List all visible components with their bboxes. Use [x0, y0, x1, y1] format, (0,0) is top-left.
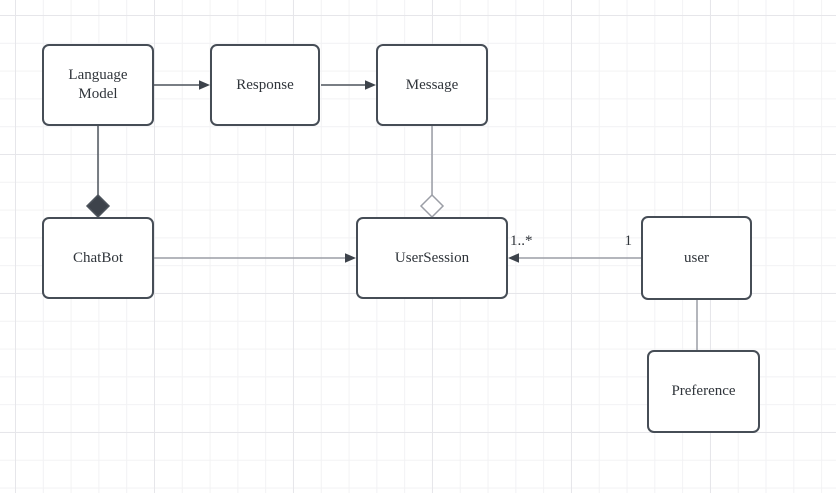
node-label: ChatBot	[72, 249, 123, 266]
arrowhead-icon	[345, 253, 356, 263]
arrowhead-icon	[508, 253, 519, 263]
arrowhead-icon	[199, 80, 210, 90]
node-message[interactable]: Message	[376, 44, 488, 126]
node-label: user	[684, 249, 709, 266]
node-response[interactable]: Response	[210, 44, 320, 126]
node-user[interactable]: user	[641, 216, 752, 300]
node-label: Response	[236, 76, 294, 93]
node-preference[interactable]: Preference	[647, 350, 760, 433]
node-label: Message	[405, 76, 459, 93]
node-label: Language Model	[68, 67, 128, 102]
node-language-model[interactable]: Language Model	[42, 44, 154, 126]
edge-label-target-multiplicity[interactable]: 1..*	[510, 233, 533, 249]
node-label: Preference	[671, 383, 736, 400]
arrowhead-icon	[365, 80, 376, 90]
node-label: UserSession	[394, 249, 470, 266]
composition-diamond-icon	[85, 193, 111, 219]
edge-label-source-multiplicity[interactable]: 1	[624, 233, 633, 249]
node-chatbot[interactable]: ChatBot	[42, 217, 154, 299]
node-user-session[interactable]: UserSession	[356, 217, 508, 299]
aggregation-diamond-icon	[419, 193, 445, 219]
